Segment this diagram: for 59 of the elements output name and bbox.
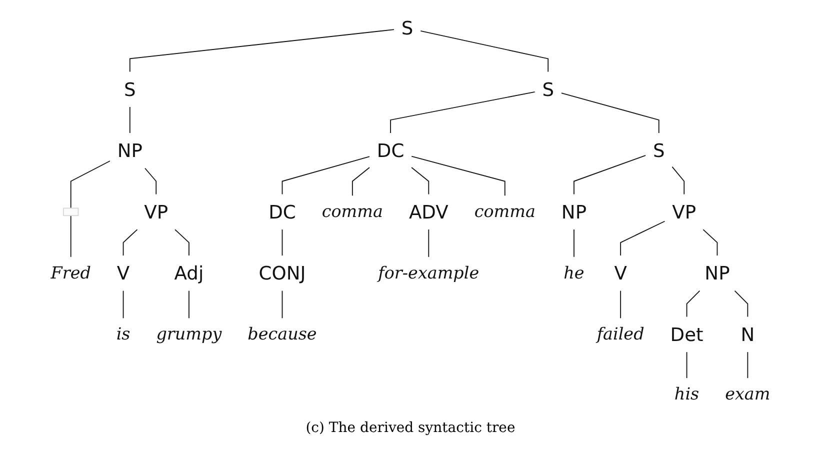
category-label: NP [561,200,587,223]
branch-line [122,228,138,256]
category-label: VP [144,200,168,223]
branch-line [428,228,430,257]
category-label: Adj [174,262,204,284]
category-label: DC [268,200,296,223]
branch-line [174,228,190,256]
branch-line [144,167,157,194]
branch-line [390,90,536,133]
category-label: NP [117,138,142,162]
branch-line [672,166,685,194]
word-label: is [116,324,130,344]
branch-line [686,351,688,378]
word-label: exam [725,384,770,404]
branch-line [282,228,283,256]
category-label: CONJ [258,262,306,284]
branch-line [352,166,370,196]
category-label: VP [672,200,696,223]
caption: (c) The derived syntactic tree [306,420,516,436]
branch-line [70,160,110,208]
branch-line [702,228,718,256]
branch-line [129,28,394,72]
category-label: S [401,16,414,39]
branch-line [574,154,646,194]
category-label: Det [670,322,704,346]
category-label: S [542,78,554,100]
branch-line [129,106,130,133]
word-label: because [248,324,317,344]
empty-node [62,207,79,216]
category-label: DC [376,138,404,162]
word-label: Fred [50,262,91,282]
branch-line [282,290,283,318]
branch-line [411,155,506,196]
category-label: S [652,138,665,162]
branch-line [188,290,190,318]
category-label: ADV [408,200,448,223]
branch-line [747,351,748,378]
category-label: NP [704,262,730,284]
category-label: N [740,322,755,346]
branch-line [70,214,72,257]
branch-line [122,290,124,318]
category-label: S [124,78,136,100]
word-label: grumpy [156,324,222,344]
word-label: comma [322,202,383,222]
word-label: he [564,262,584,282]
branch-line [620,220,666,256]
word-label: his [674,384,700,404]
word-label: for-example [378,262,480,282]
word-label: comma [474,202,536,222]
branch-line [734,290,748,317]
word-label: failed [596,324,644,344]
branch-line [686,290,700,317]
category-label: V [116,262,130,284]
branch-line [282,156,370,194]
branch-line [560,92,660,133]
category-label: V [614,262,627,284]
branch-line [620,290,622,318]
branch-line [420,30,549,72]
branch-line [411,166,430,194]
